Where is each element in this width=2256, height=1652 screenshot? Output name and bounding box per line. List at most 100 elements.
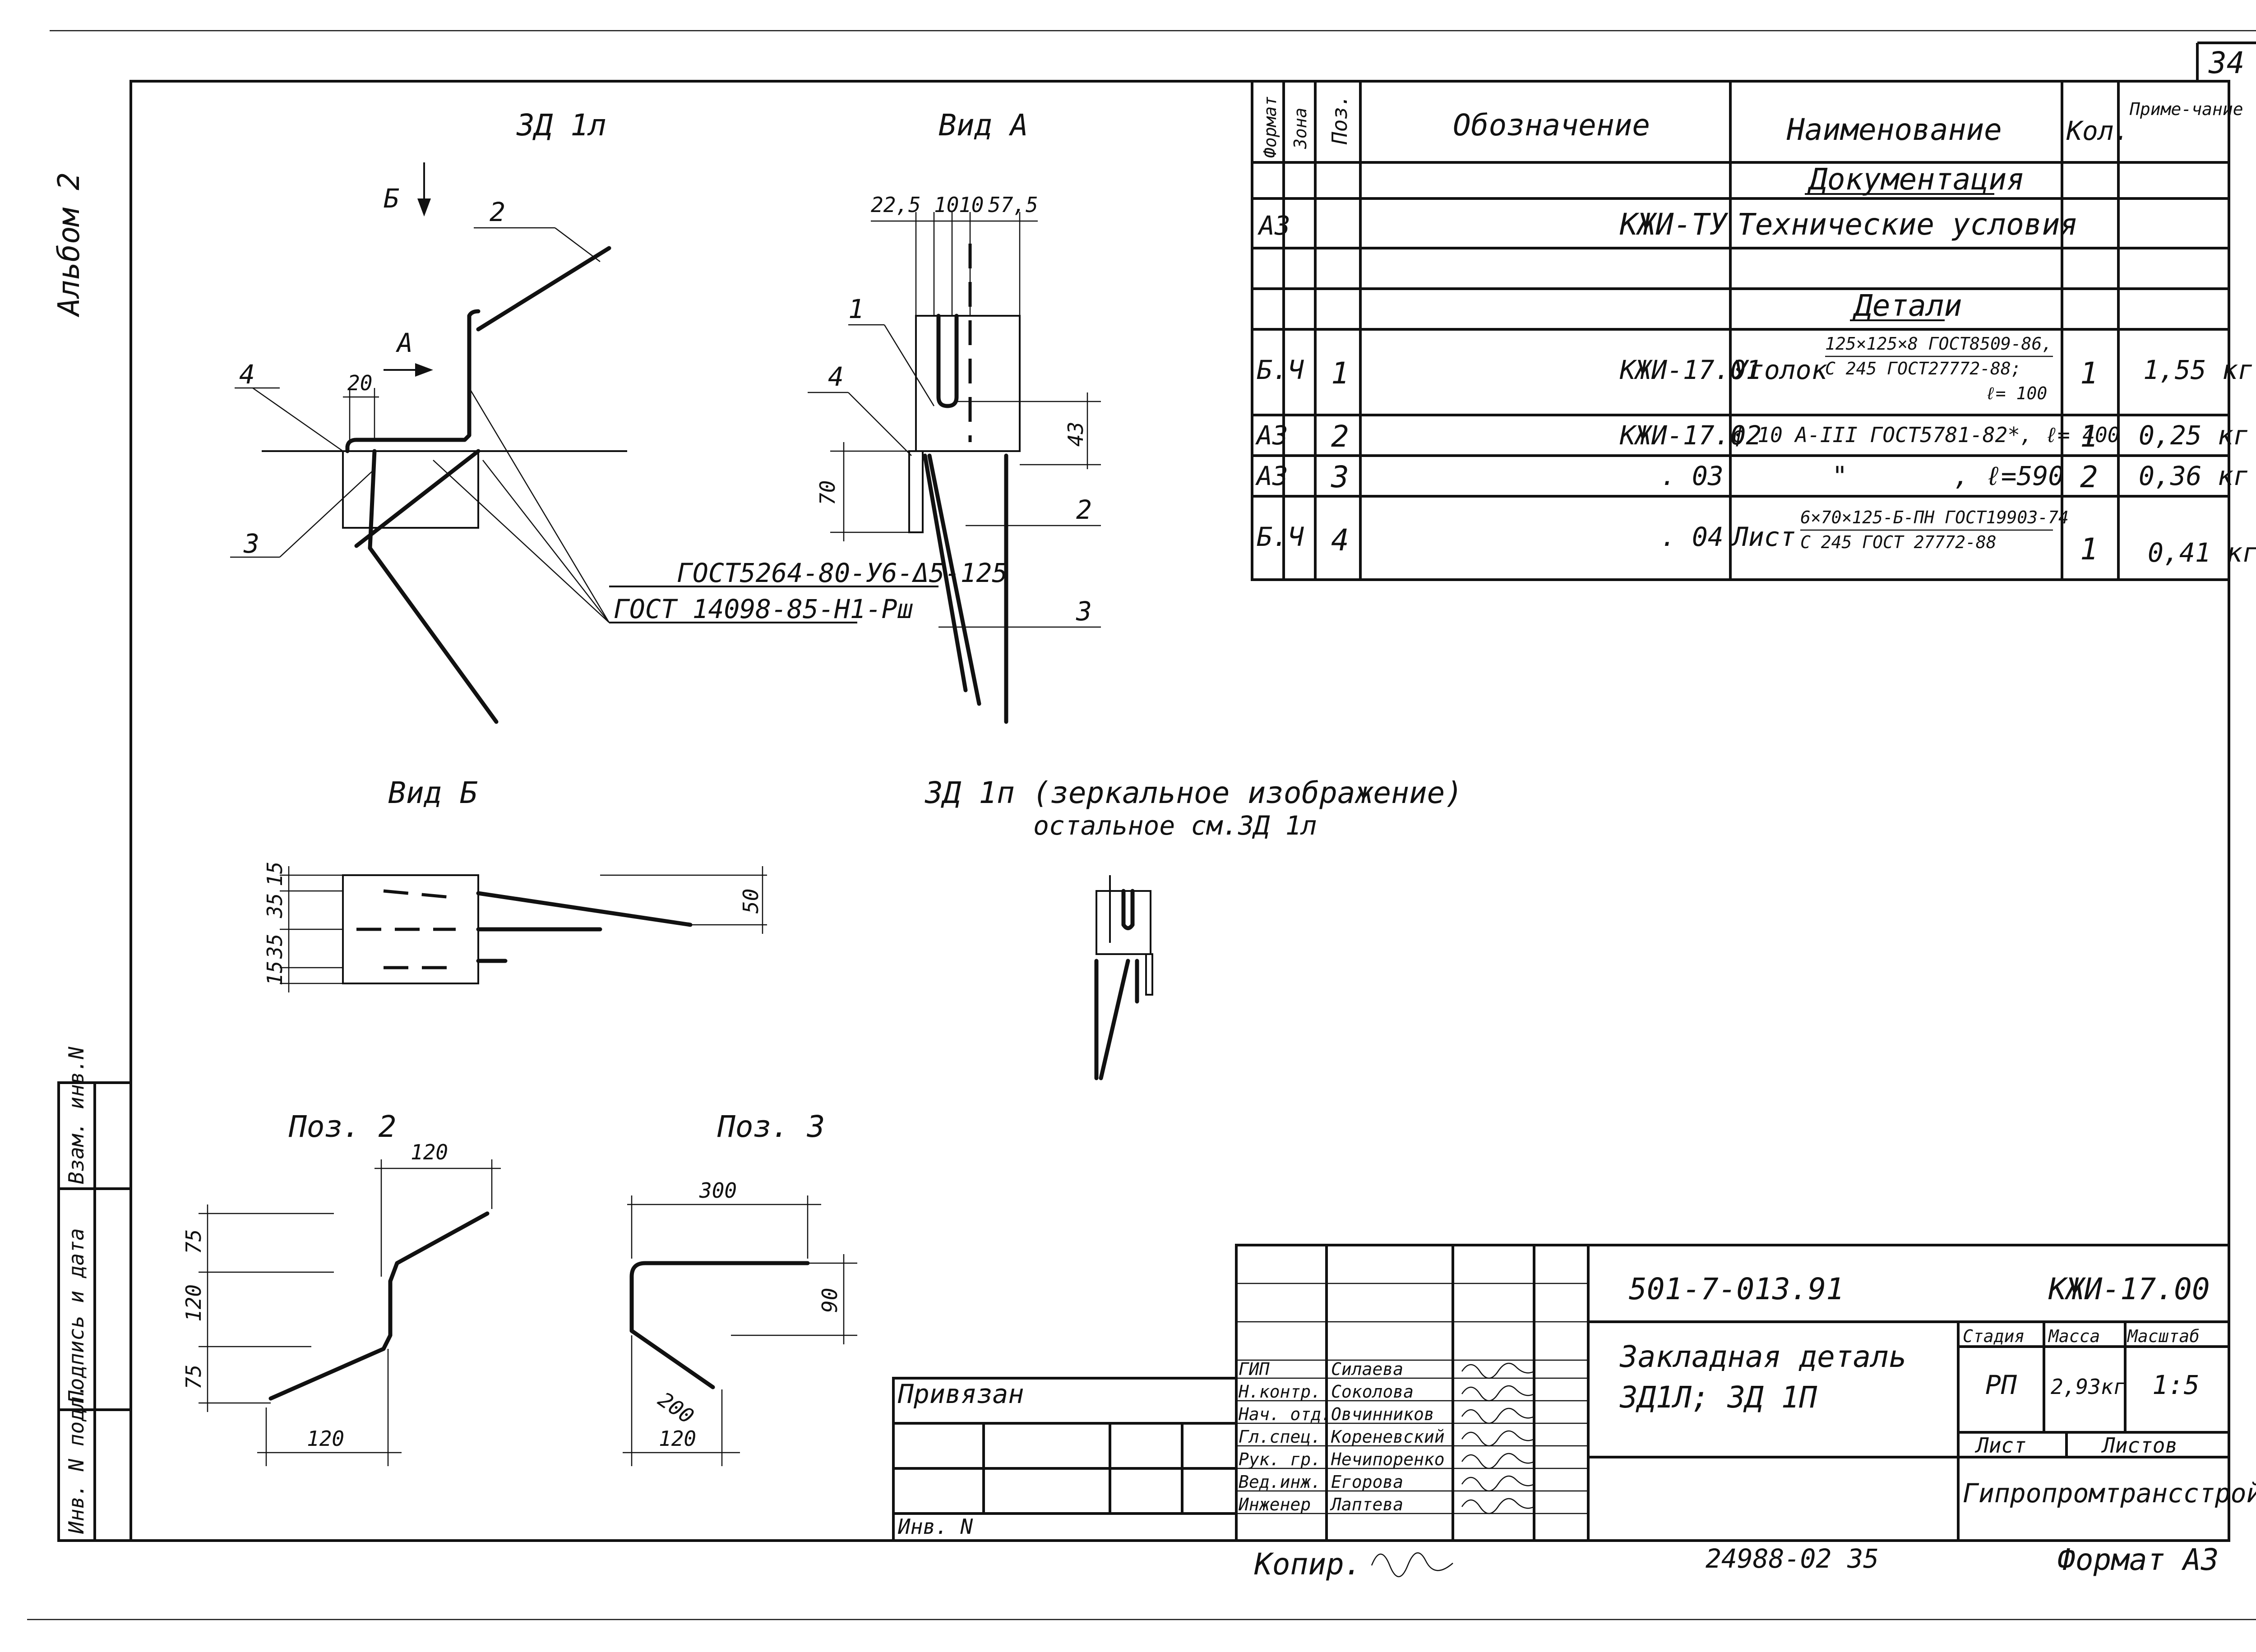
spec-row1-name: Уголок: [1733, 355, 1828, 385]
spec-header-pos: Поз.: [1327, 94, 1352, 145]
spec-row2-note: 0,25 кг: [2139, 420, 2249, 451]
bar-poz2: [268, 1211, 490, 1401]
spec-header-designation: Обозначение: [1453, 108, 1650, 143]
dim-57-5: 57,5: [988, 193, 1038, 217]
view-zd1p-title: ЗД 1п (зеркальное изображение): [925, 775, 1463, 810]
spec-row3-pos: 3: [1331, 460, 1349, 494]
sig-name-6: Лаптева: [1330, 1495, 1403, 1514]
vid-a-angle: [915, 315, 1021, 452]
dim-70: 70: [815, 480, 840, 505]
dim-10a: 10: [934, 193, 959, 217]
album-label: Альбом 2: [51, 172, 86, 318]
mass-header: Масса: [2048, 1326, 2100, 1346]
vid-a-label-4: 4: [828, 361, 844, 392]
arrow-a-icon: [415, 363, 433, 377]
spec-section-docs: Документация: [1807, 162, 2025, 197]
vid-a-slot: [936, 314, 959, 408]
spec-row1-pos: 1: [1331, 356, 1349, 391]
sig-name-1: Соколова: [1331, 1382, 1414, 1402]
project-code: 501-7-013.91: [1629, 1272, 1844, 1306]
spec-row2-name: ф 10 А-III ГОСТ5781-82*, ℓ= 400: [1733, 423, 2120, 447]
view-vid-b-title: Вид Б: [388, 775, 478, 810]
plate-pos4: [342, 450, 479, 529]
vid-a-label-2: 2: [1076, 494, 1092, 525]
view-poz3-title: Поз. 3: [717, 1109, 825, 1144]
view-poz3: Поз. 3 300 90 200 120: [623, 1109, 857, 1466]
sig-role-3: Гл.спец.: [1239, 1427, 1321, 1447]
spec-row3-note: 0,36 кг: [2139, 461, 2249, 491]
spec-row3-name-right: , ℓ=590: [1954, 461, 2064, 491]
spec-row3-qty: 2: [2080, 460, 2098, 494]
spec-row1-designation: КЖИ-17.01: [1619, 355, 1761, 385]
spec-row4-note: 0,41 кг: [2148, 537, 2256, 568]
dim-15b: 15: [263, 961, 287, 986]
spec-row1-note: 1,55 кг: [2143, 355, 2253, 385]
bottom-format: Формат А3: [2057, 1542, 2219, 1577]
spec-row3-format: А3: [1255, 461, 1288, 491]
dim-43: 43: [1063, 422, 1088, 447]
spec-row3-name: ": [1832, 461, 1848, 491]
arrow-b-icon: [417, 198, 431, 217]
spec-header-note: Приме-чание: [2129, 99, 2243, 119]
handwritten-signatures: [1461, 1362, 1535, 1514]
sheet-number-box: 34: [2196, 42, 2256, 81]
spec-row4-format: Б.Ч: [1257, 521, 1304, 552]
copy-label: Копир.: [1254, 1547, 1362, 1582]
dim-15a: 15: [263, 862, 287, 886]
stage-header: Стадия: [1963, 1326, 2025, 1346]
spec-row2-qty: 1: [2080, 419, 2098, 454]
poz3-dim-90: 90: [818, 1288, 842, 1313]
spec-header-format: Формат: [1260, 96, 1280, 158]
bar-pos2-lower: [354, 449, 481, 548]
sig-role-2: Нач. отд.: [1238, 1404, 1331, 1424]
poz2-dim-top: 120: [411, 1140, 448, 1164]
sheet-header: Лист: [1974, 1433, 2026, 1458]
view-zd1l: ЗД 1л Б А 20 4 2 3: [230, 108, 1008, 724]
spec-row1-name-l3: ℓ= 100: [1985, 383, 2047, 403]
angle-pos1: [345, 309, 481, 453]
vid-a-plate: [908, 450, 924, 533]
view-zd1p: ЗД 1п (зеркальное изображение) остальное…: [925, 775, 1463, 1080]
view-vid-a-title: Вид А: [938, 108, 1028, 143]
bar-pos3: [368, 449, 499, 724]
sig-name-4: Нечипоренко: [1331, 1449, 1445, 1469]
sig-role-1: Н.контр.: [1238, 1382, 1321, 1402]
dim-22-5: 22,5: [871, 193, 921, 217]
title-block: ГИП Силаева Н.контр. Соколова Нач. отд. …: [892, 1244, 2256, 1542]
spec-header-zone: Зона: [1290, 107, 1310, 149]
spec-header-qty: Кол.: [2066, 115, 2130, 146]
view-poz2-title: Поз. 2: [288, 1109, 396, 1144]
sig-role-4: Рук. гр.: [1239, 1449, 1321, 1469]
spec-row1-name-l2: С 245 ГОСТ27772-88;: [1825, 359, 2021, 378]
scale-header: Масштаб: [2127, 1326, 2200, 1346]
spec-row4-name-l2: С 245 ГОСТ 27772-88: [1800, 532, 1997, 552]
dim-35a: 35: [263, 893, 287, 918]
label-pos4: 4: [239, 359, 255, 390]
spec-row2-pos: 2: [1331, 419, 1349, 454]
view-vid-b: Вид Б 15 35 35 15 50: [263, 775, 767, 992]
label-pos3: 3: [243, 528, 259, 559]
poz3-dim-top: 300: [699, 1178, 737, 1203]
vid-a-label-1: 1: [848, 294, 864, 324]
side-stamp-vzam: Взам. инв.N: [64, 1047, 88, 1184]
arrow-a-label: А: [396, 328, 413, 358]
sig-role-0: ГИП: [1239, 1359, 1270, 1379]
poz2-dim-75b: 75: [181, 1365, 206, 1389]
spec-table: Формат Зона Поз. Обозначение Наименовани…: [1251, 80, 2256, 581]
spec-row3-designation: . 03: [1660, 461, 1724, 491]
spec-doc-name: Технические условия: [1737, 207, 2078, 242]
poz2-dim-bottom: 120: [307, 1426, 344, 1451]
dim-50: 50: [739, 889, 763, 914]
sig-role-5: Вед.инж.: [1239, 1472, 1321, 1492]
dim-20: 20: [347, 371, 372, 395]
spec-row1-format: Б.Ч: [1257, 355, 1304, 385]
vid-a-label-3: 3: [1076, 596, 1092, 627]
inv-label: Инв. N: [897, 1514, 973, 1539]
sig-name-2: Овчинников: [1331, 1404, 1434, 1424]
bottom-number: 24988-02 35: [1706, 1543, 1879, 1574]
copy-signature: [1371, 1552, 1453, 1578]
bar-pos2: [476, 246, 611, 332]
title-line-1: Закладная деталь: [1619, 1339, 1907, 1374]
